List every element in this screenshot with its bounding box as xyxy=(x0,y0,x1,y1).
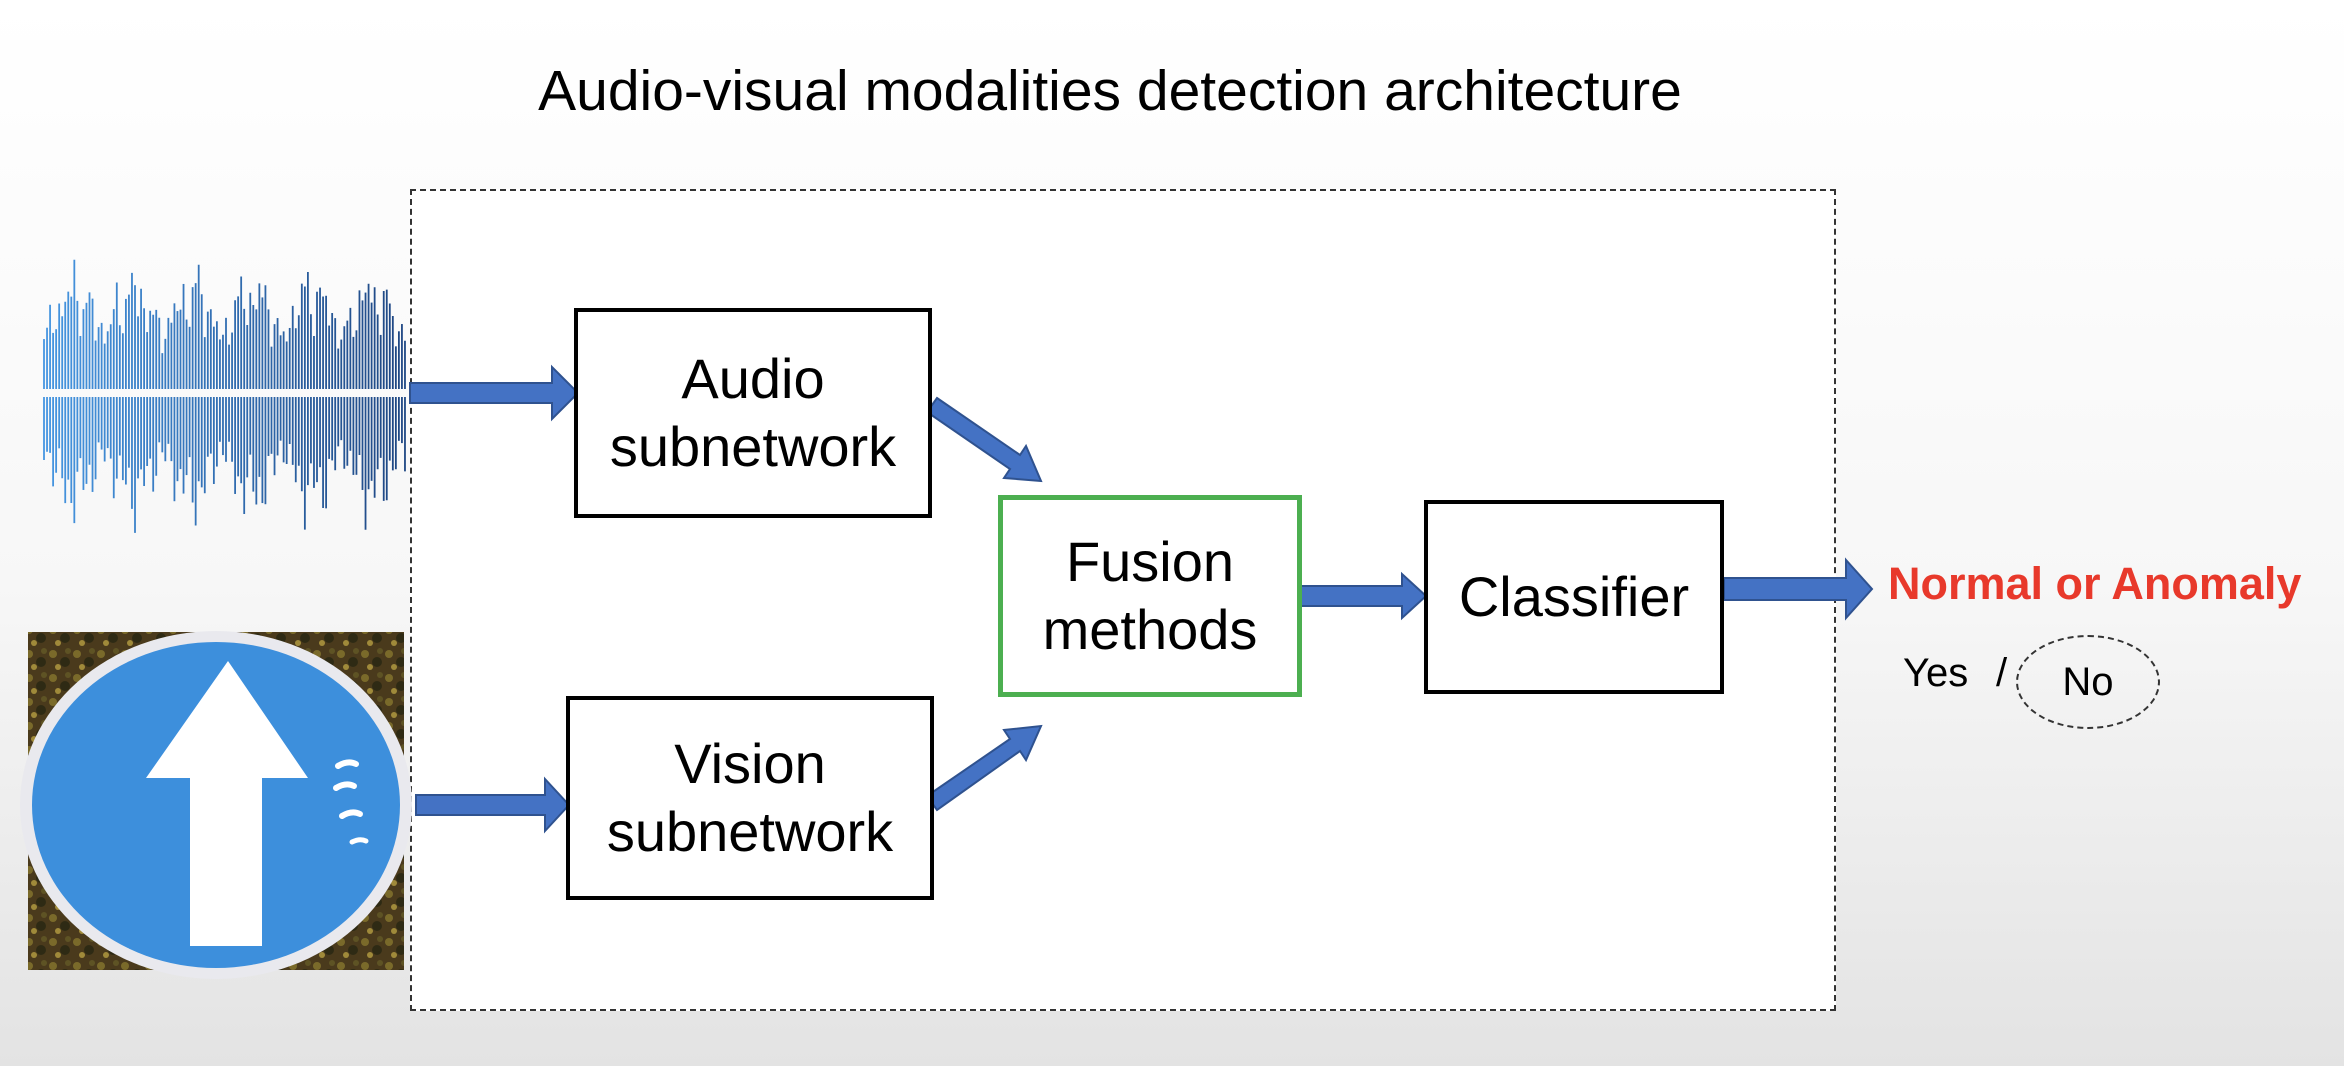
audio-subnetwork-label-line1: Audio xyxy=(681,347,825,410)
answer-no: No xyxy=(2062,659,2114,704)
vision-subnetwork-label-line2: subnetwork xyxy=(606,800,894,863)
classifier-to-output-arrow xyxy=(1723,557,1874,621)
audio-input-arrow xyxy=(409,364,580,422)
audio-subnetwork-box: Audio subnetwork xyxy=(574,308,932,518)
answer-yes: Yes xyxy=(1903,651,1969,695)
fusion-methods-box: Fusion methods xyxy=(998,495,1302,697)
fusion-methods-label-line1: Fusion xyxy=(1065,530,1235,593)
classifier-box: Classifier xyxy=(1424,500,1724,694)
vision-to-fusion-arrow xyxy=(925,724,1043,812)
vision-input-arrow xyxy=(415,776,571,834)
answer-no-ellipse: No xyxy=(2016,635,2160,729)
fusion-methods-label-line2: methods xyxy=(1042,598,1258,661)
output-label: Normal or Anomaly xyxy=(1888,558,2302,609)
vision-subnetwork-box: Vision subnetwork xyxy=(566,696,934,900)
diagram-title: Audio-visual modalities detection archit… xyxy=(538,59,1682,123)
vision-subnetwork-label-line1: Vision xyxy=(674,732,826,795)
classifier-label: Classifier xyxy=(1458,565,1690,628)
fusion-to-classifier-arrow xyxy=(1299,571,1428,621)
answer-separator: / xyxy=(1996,651,2008,695)
audio-subnetwork-label-line2: subnetwork xyxy=(609,415,897,478)
audio-to-fusion-arrow xyxy=(925,396,1043,483)
